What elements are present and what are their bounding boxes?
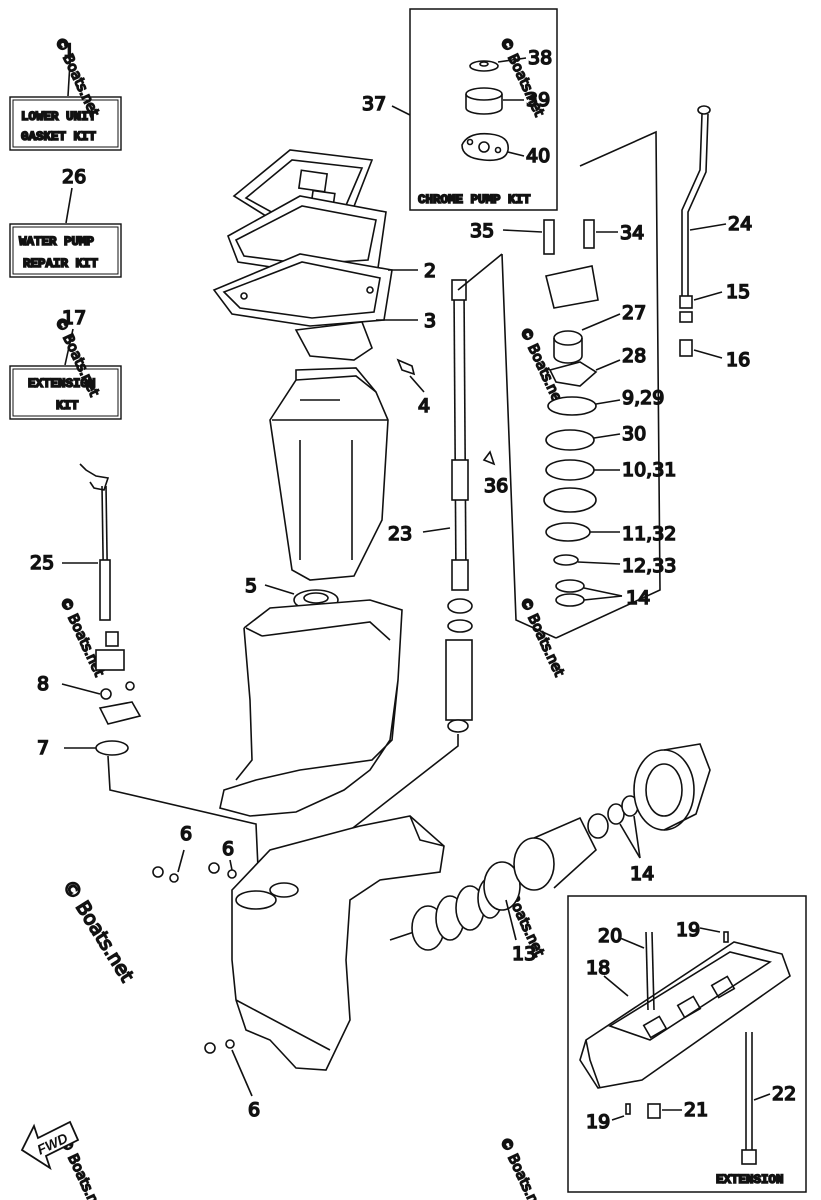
exhaust-housing	[219, 599, 403, 817]
callout-37: 37	[362, 93, 386, 115]
upper-casing	[269, 367, 389, 581]
callout-6-b: 6	[222, 838, 234, 860]
kit-number: 17	[62, 307, 86, 329]
kit-line2: GASKET KIT	[21, 130, 97, 144]
callout-39: 39	[526, 89, 550, 111]
callout-36: 36	[484, 475, 508, 497]
callout-28: 28	[622, 345, 646, 367]
watermark-text: © Boats.net	[516, 595, 567, 680]
part-25-shift-rod: 25	[29, 463, 111, 621]
callout-13: 13	[512, 943, 536, 965]
callout-23: 23	[388, 523, 412, 545]
callout-14-lower: 14	[630, 863, 654, 885]
callout-4: 4	[418, 395, 430, 417]
water-pump-stack: 35 34 27 28 9,29 30 10,31 11,32 12,33 14	[469, 130, 677, 639]
propeller-shaft-assembly: 13 14	[389, 743, 711, 966]
callout-15: 15	[726, 281, 750, 303]
callout-5: 5	[245, 575, 257, 597]
callout-10-31: 10,31	[622, 459, 676, 481]
kit-line1: EXTENSION	[28, 377, 96, 391]
extension-box: EXTENSION 20 19 18 19 21 22	[567, 895, 807, 1193]
lower-unit-gasket-kit: 1 LOWER UNIT GASKET KIT	[9, 39, 122, 151]
callout-40: 40	[526, 145, 550, 167]
watermark-text: © Boats.net	[496, 1135, 547, 1200]
kit-number: 26	[62, 166, 86, 188]
callout-11-32: 11,32	[622, 523, 676, 545]
callout-14-upper: 14	[626, 587, 650, 609]
callout-38: 38	[528, 47, 552, 69]
callout-35: 35	[470, 220, 494, 242]
callout-8: 8	[37, 673, 49, 695]
drive-shaft-23: 23 36	[285, 253, 557, 881]
water-tube-24: 24 15 16	[679, 105, 753, 372]
callout-24: 24	[728, 213, 752, 235]
callout-19-upper: 19	[676, 919, 700, 941]
chrome-pump-kit-box: 37 38 39 40 CHROME PUMP KIT	[361, 8, 558, 211]
callout-21: 21	[684, 1099, 708, 1121]
extension-kit: 17 EXTENSION KIT	[9, 306, 122, 420]
callout-7: 7	[37, 737, 49, 759]
callout-2: 2	[424, 260, 436, 282]
chrome-pump-kit-label: CHROME PUMP KIT	[418, 193, 531, 207]
callout-6-a: 6	[180, 823, 192, 845]
callout-20: 20	[598, 925, 622, 947]
callout-3: 3	[424, 310, 436, 332]
callout-22: 22	[772, 1083, 796, 1105]
callout-25: 25	[30, 552, 54, 574]
water-pump-repair-kit: 26 WATER PUMP REPAIR KIT	[9, 165, 122, 278]
kit-number: 1	[63, 40, 75, 62]
callout-18: 18	[586, 957, 610, 979]
callout-34: 34	[620, 222, 644, 244]
callout-27: 27	[622, 302, 646, 324]
callout-12-33: 12,33	[622, 555, 676, 577]
callout-9-29: 9,29	[622, 387, 664, 409]
callout-19-lower: 19	[586, 1111, 610, 1133]
callout-6-c: 6	[248, 1099, 260, 1121]
lower-case	[231, 815, 445, 1071]
extension-box-label: EXTENSION	[716, 1173, 784, 1187]
kit-line1: WATER PUMP	[19, 235, 94, 249]
callout-16: 16	[726, 349, 750, 371]
watermark-text: © Boats.net	[51, 35, 102, 120]
callout-30: 30	[622, 423, 646, 445]
kit-line1: LOWER UNIT	[21, 110, 97, 124]
upper-gaskets: 2 3	[212, 149, 437, 361]
screws-6: 6 6 6	[152, 822, 261, 1122]
kit-line2: KIT	[56, 399, 79, 413]
part-4-clip: 4	[396, 358, 431, 418]
shift-rod-bracket: 8 7	[36, 631, 259, 869]
watermark-main: © Boats.net	[58, 876, 138, 986]
kit-line2: REPAIR KIT	[23, 257, 99, 271]
